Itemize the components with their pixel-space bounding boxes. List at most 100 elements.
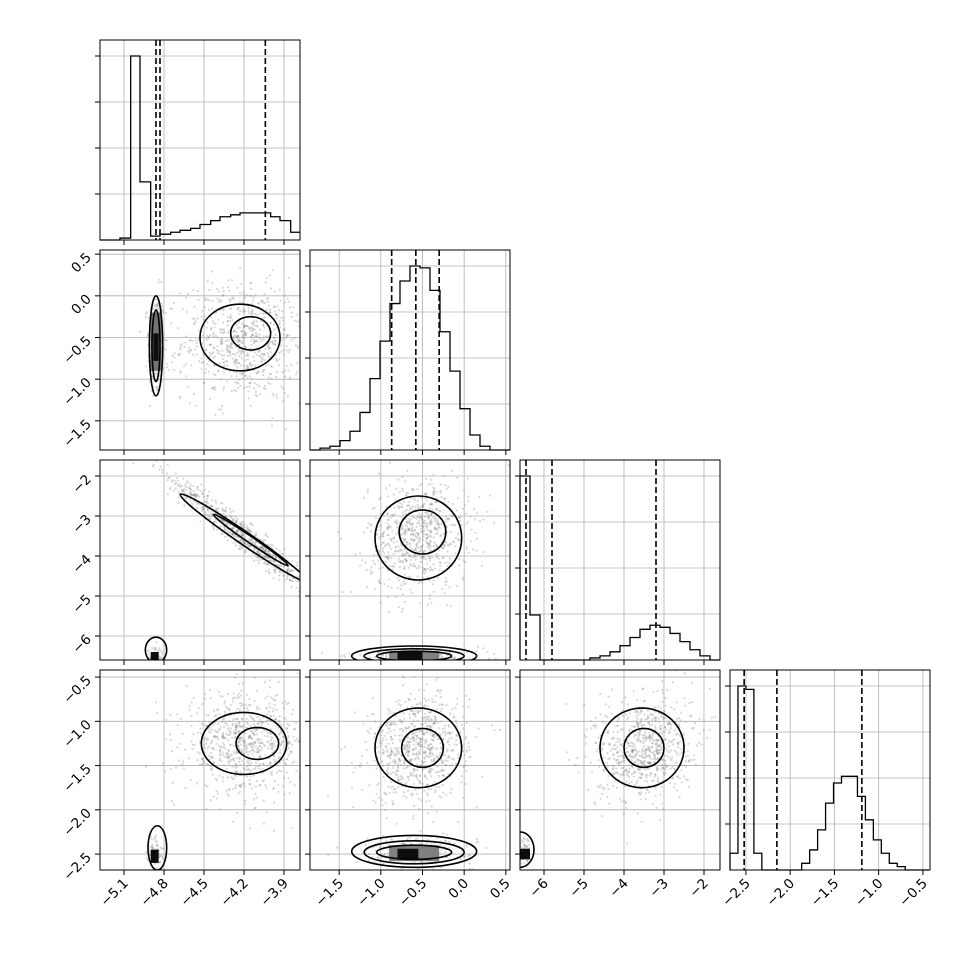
pair-panel-2-0-point-1-37	[147, 653, 150, 656]
pair-panel-2-1-point-0-663	[422, 555, 425, 558]
pair-panel-2-1-point-0-148	[419, 615, 422, 618]
pair-panel-2-0-point-0-247	[123, 457, 125, 459]
pair-panel-3-2-point-0-112	[680, 751, 684, 754]
pair-panel-3-1-point-1-193	[418, 842, 421, 845]
pair-panel-2-0-point-0-335	[245, 542, 248, 545]
pair-panel-2-1-point-1-103	[453, 657, 456, 660]
pair-panel-3-1-point-0-314	[414, 753, 417, 756]
pair-panel-3-1-point-0-357	[428, 719, 431, 722]
pair-panel-1-0-point-1-732	[271, 340, 274, 343]
pair-panel-1-0-point-1-539	[229, 316, 232, 319]
pair-panel-2-0-point-0-366	[196, 485, 200, 488]
pair-panel-3-1-point-0-244	[446, 741, 449, 744]
pair-panel-1-0-point-1-116	[226, 344, 229, 347]
pair-panel-3-1-point-0-136	[411, 736, 414, 739]
pair-panel-3-1-point-0-61	[399, 759, 402, 762]
pair-panel-2-1-point-0-116	[436, 555, 439, 558]
pair-panel-1-0-point-1-170	[250, 287, 253, 290]
pair-panel-2-0-point-0-353	[222, 510, 225, 513]
pair-panel-3-0-point-0-117	[223, 712, 227, 716]
pair-panel-2-0-point-0-440	[223, 527, 226, 530]
pair-panel-3-0-point-0-641	[274, 694, 277, 697]
pair-panel-1-0-point-1-558	[245, 332, 248, 335]
pair-panel-3-0-point-0-81	[209, 765, 212, 768]
pair-panel-3-0-point-0-472	[254, 767, 257, 770]
pair-panel-3-1-point-0-348	[441, 769, 444, 772]
pair-panel-1-0-point-1-290	[264, 316, 267, 319]
pair-panel-3-0-point-0-347	[230, 776, 233, 779]
pair-panel-2-0-point-0-621	[228, 531, 231, 534]
pair-panel-2-0-point-0-501	[235, 521, 238, 524]
pair-panel-3-1-point-0-570	[426, 812, 430, 815]
pair-panel-3-1-point-1-21	[453, 842, 456, 845]
pair-panel-3-1-point-0-454	[391, 738, 394, 741]
pair-panel-3-0-point-0-116	[287, 746, 290, 750]
pair-panel-1-0-point-1-129	[280, 385, 283, 388]
pair-panel-3-1-point-1-151	[448, 846, 451, 849]
pair-panel-2-1-point-0-453	[449, 557, 452, 560]
pair-panel-2-1-point-0-612	[361, 559, 364, 562]
pair-panel-2-0-point-0-402	[243, 541, 246, 545]
pair-panel-3-1-point-0-205	[399, 763, 402, 766]
pair-panel-1-0-point-1-643	[267, 343, 270, 346]
pair-panel-2-1-point-0-636	[428, 557, 431, 560]
pair-panel-1-0-point-0-231	[157, 281, 160, 284]
pair-panel-3-0-point-0-483	[287, 777, 290, 780]
pair-panel-3-0-point-0-704	[247, 722, 250, 725]
pair-panel-2-1-point-0-134	[421, 551, 425, 554]
pair-panel-1-0-point-1-180	[288, 306, 291, 309]
pair-panel-3-1-point-0-559	[441, 728, 444, 731]
pair-panel-3-0-point-0-34	[243, 712, 246, 716]
pair-panel-3-0-point-0-548	[265, 707, 268, 710]
pair-panel-3-0-point-0-639	[253, 728, 256, 731]
pair-panel-2-1-point-0-414	[444, 583, 447, 586]
pair-panel-3-1-point-0-144	[389, 735, 393, 738]
pair-panel-3-1-point-0-311	[437, 689, 440, 692]
pair-panel-3-1-point-1-34	[467, 854, 470, 858]
pair-panel-3-1-point-0-297	[389, 772, 392, 775]
pair-panel-1-0-point-1-706	[272, 323, 275, 326]
pair-panel-2-1-point-0-665	[387, 512, 390, 515]
pair-panel-3-1-point-0-573	[390, 738, 393, 741]
pair-panel-1-0-point-1-206	[269, 373, 272, 376]
pair-panel-1-0-point-1-614	[282, 399, 285, 402]
pair-panel-3-0-point-0-64	[288, 792, 291, 795]
pair-panel-2-1-point-0-460	[405, 491, 408, 495]
pair-panel-2-1-point-0-127	[410, 533, 413, 536]
pair-panel-2-1-point-0-527	[433, 541, 436, 544]
hist-panel-0	[95, 39, 301, 245]
pair-panel-3-1-point-0-151	[413, 698, 416, 701]
pair-panel-3-0-point-0-518	[232, 718, 235, 721]
pair-panel-3-0-point-0-74	[197, 707, 200, 710]
pair-panel-2-1-point-0-382	[408, 575, 411, 578]
pair-panel-2-0-point-0-681	[228, 524, 231, 527]
pair-panel-1-0-point-1-624	[235, 371, 238, 374]
pair-panel-3-0-point-0-638	[255, 728, 258, 731]
pair-panel-3-0-point-0-258	[249, 736, 252, 739]
pair-panel-2-1-point-0-386	[372, 553, 376, 556]
pair-panel-2-1-point-1-57	[487, 657, 490, 660]
pair-panel-2-1-point-0-544	[409, 527, 412, 530]
pair-panel-2-1-point-0-300	[392, 537, 395, 540]
pair-panel-3-0-point-0-145	[253, 750, 256, 753]
pair-panel-3-0-point-0-49	[249, 734, 252, 738]
pair-panel-1-0-point-1-508	[214, 373, 217, 377]
pair-panel-3-1-point-0-566	[441, 703, 444, 706]
pair-panel-2-0-point-0-739	[207, 494, 210, 497]
pair-panel-2-0-point-0-708	[268, 572, 271, 575]
pair-panel-3-2-point-0-89	[693, 758, 696, 761]
pair-panel-2-0-point-0-61	[234, 520, 237, 523]
pair-panel-2-1-point-0-120	[416, 499, 419, 502]
pair-panel-1-0-point-1-369	[231, 296, 234, 299]
pair-panel-3-1-point-0-354	[381, 737, 384, 740]
pair-panel-3-1-point-0-3	[388, 727, 391, 730]
pair-panel-1-0-point-1-662	[196, 338, 199, 341]
pair-panel-3-1-point-0-613	[429, 770, 432, 774]
pair-panel-2-0-point-0-64	[211, 515, 214, 518]
pair-panel-1-0-point-1-727	[262, 301, 265, 304]
pair-panel-2-1-point-0-480	[387, 551, 390, 554]
pair-panel-3-2-point-0-19	[669, 731, 672, 734]
pair-panel-2-1-point-0-745	[430, 601, 433, 605]
pair-panel-3-2-plot-area	[520, 670, 717, 869]
pair-panel-1-0-point-0-27	[152, 304, 155, 307]
